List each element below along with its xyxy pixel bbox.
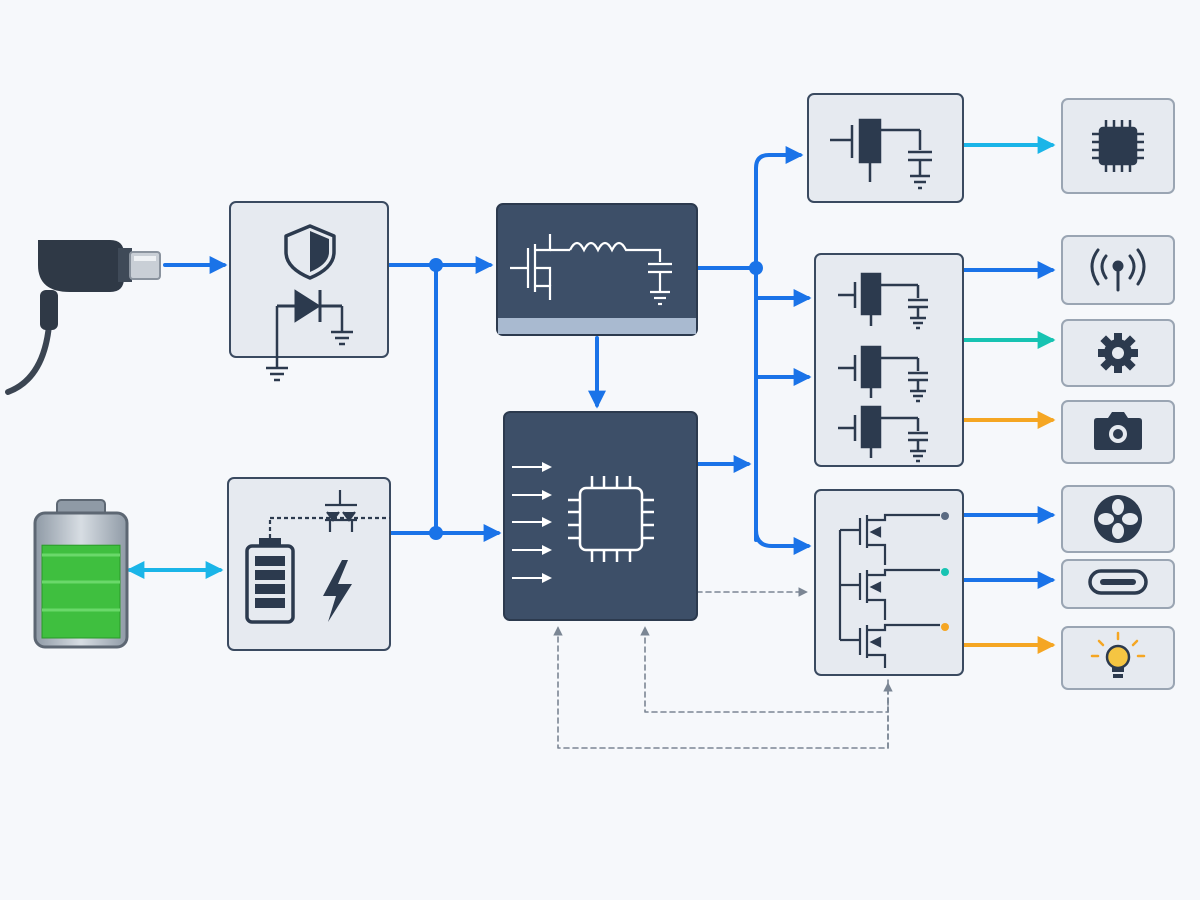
junction-node xyxy=(429,258,443,272)
arrow-icon xyxy=(512,462,552,583)
mosfet-icon xyxy=(838,513,940,668)
wireless-antenna-load-icon xyxy=(1061,235,1175,305)
gear-motor-load-icon xyxy=(1061,319,1175,387)
wire-right-bus xyxy=(754,146,804,542)
ldo-regulator-single-block xyxy=(807,93,964,203)
capacitor-icon xyxy=(908,285,928,463)
dc-barrel-plug-icon xyxy=(5,240,161,395)
led-bulb-load-icon xyxy=(1061,626,1175,690)
processor-chip-load-icon xyxy=(1061,98,1175,194)
battery-pack-icon xyxy=(33,499,129,649)
battery-icon xyxy=(245,538,295,624)
control-line-feedback-inner xyxy=(640,626,889,713)
battery-charger-block xyxy=(227,477,391,651)
junction-node xyxy=(429,526,443,540)
status-dot xyxy=(941,623,949,631)
usb-port-load-icon xyxy=(1061,559,1175,609)
capacitor-icon xyxy=(648,262,672,306)
ldo-regulator-triple-block xyxy=(814,253,964,467)
load-switch-block xyxy=(814,489,964,676)
capacitor-icon xyxy=(908,130,932,190)
shield-icon xyxy=(284,224,336,280)
ground-icon xyxy=(266,306,353,382)
inductor-icon xyxy=(569,241,662,262)
buck-converter-block xyxy=(496,203,698,336)
input-protection-block xyxy=(229,201,389,382)
regulator-icon xyxy=(838,272,918,458)
mosfet-icon xyxy=(510,234,570,300)
chip-icon xyxy=(568,476,654,562)
microcontroller-block xyxy=(503,411,698,621)
mosfet-icon xyxy=(268,490,390,538)
status-dot xyxy=(941,568,949,576)
status-dot xyxy=(941,512,949,520)
lightning-icon xyxy=(323,560,352,622)
fan-load-icon xyxy=(1061,485,1175,553)
wire-bus-to-load-switch xyxy=(754,528,812,555)
camera-load-icon xyxy=(1061,400,1175,464)
regulator-icon xyxy=(830,118,920,182)
connections xyxy=(126,136,1056,749)
diode-icon xyxy=(277,289,342,323)
